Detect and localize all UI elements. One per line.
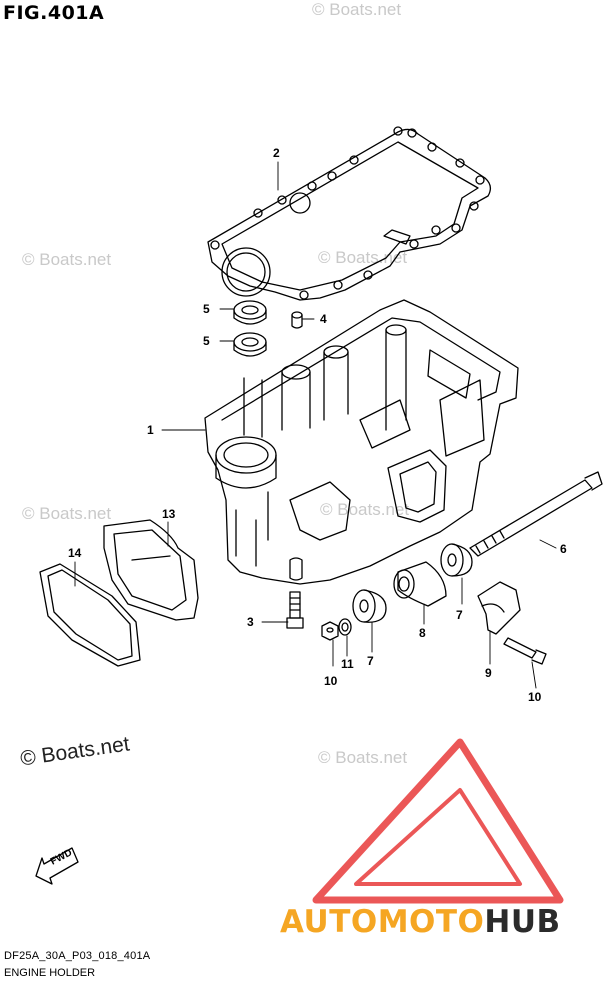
leader-lines xyxy=(74,161,557,689)
engine-holder-body xyxy=(204,299,519,585)
small-bolt xyxy=(286,591,304,629)
callout-12: 11 xyxy=(341,657,354,671)
callout-6: 6 xyxy=(560,542,567,556)
watermark: © Boats.net xyxy=(320,500,410,519)
callout-1: 1 xyxy=(147,423,154,437)
callout-7: 7 xyxy=(367,654,374,668)
cover-gasket xyxy=(39,563,141,667)
brand-wordmark: AUTOMOTOHUB xyxy=(280,904,561,940)
brand-part1: AUTOMOTO xyxy=(280,904,485,940)
bracket-bolt xyxy=(503,637,547,665)
callout-13: 13 xyxy=(162,507,176,521)
fwd-arrow-icon xyxy=(35,847,79,885)
callout-7: 7 xyxy=(456,608,463,622)
nut xyxy=(321,621,339,641)
figure-code: DF25A_30A_P03_018_401A xyxy=(4,950,151,962)
watermark: © Boats.net xyxy=(22,504,112,523)
callout-14: 14 xyxy=(68,546,82,560)
watermark: © Boats.net xyxy=(22,250,112,269)
callout-3: 3 xyxy=(247,615,254,629)
gasket-part xyxy=(207,126,492,301)
callout-2: 2 xyxy=(273,146,280,160)
callout-10: 10 xyxy=(528,690,542,704)
watermark: © Boats.net xyxy=(312,0,402,19)
oil-seal-lower xyxy=(233,332,267,357)
callout-8: 8 xyxy=(419,626,426,640)
figure-title: FIG.401A xyxy=(3,2,105,24)
callout-5: 5 xyxy=(203,334,210,348)
figure-name: ENGINE HOLDER xyxy=(4,967,96,979)
brand-part2: HUB xyxy=(484,904,561,940)
mount-bushing-right xyxy=(440,543,473,577)
watermark: © Boats.net xyxy=(318,248,408,267)
brand-logo-icon xyxy=(312,738,564,904)
callout-11: 10 xyxy=(324,674,338,688)
watermark: © Boats.net xyxy=(318,748,408,767)
callout-5: 5 xyxy=(203,302,210,316)
mount-bushing-left xyxy=(352,589,387,623)
side-cover xyxy=(103,519,199,621)
rubber-mount xyxy=(393,561,447,607)
mount-bracket xyxy=(477,581,521,635)
washer xyxy=(338,618,352,636)
callout-4: 4 xyxy=(320,312,327,326)
callout-9: 9 xyxy=(485,666,492,680)
oil-seal-upper xyxy=(233,300,267,325)
long-bolt xyxy=(469,471,603,557)
dowel-pin xyxy=(291,311,303,329)
